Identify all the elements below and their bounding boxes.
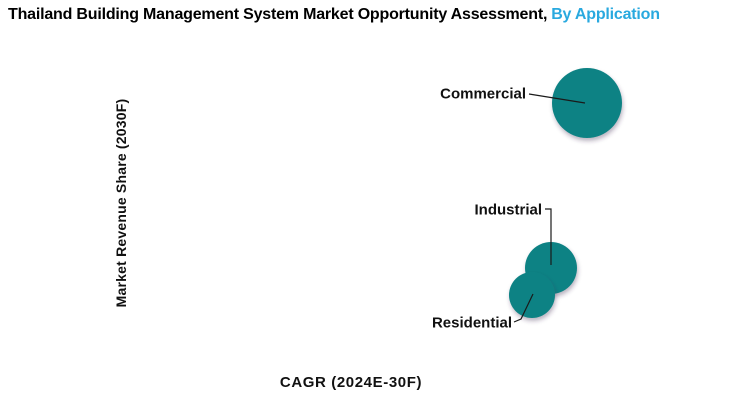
x-axis-label: CAGR (2024E-30F) <box>279 374 423 391</box>
bubble-label-commercial: Commercial <box>440 85 526 103</box>
bubble-label-industrial: Industrial <box>474 201 542 219</box>
leader-line-residential <box>513 293 534 323</box>
chart-title-main: Thailand Building Management System Mark… <box>8 6 548 23</box>
bubble-label-residential: Residential <box>431 314 512 332</box>
leader-line-commercial <box>528 93 586 104</box>
bubble-commercial <box>552 68 622 138</box>
chart-title: Thailand Building Management System Mark… <box>8 6 660 24</box>
chart-title-highlight: By Application <box>551 6 660 23</box>
leader-line-industrial <box>545 208 552 265</box>
